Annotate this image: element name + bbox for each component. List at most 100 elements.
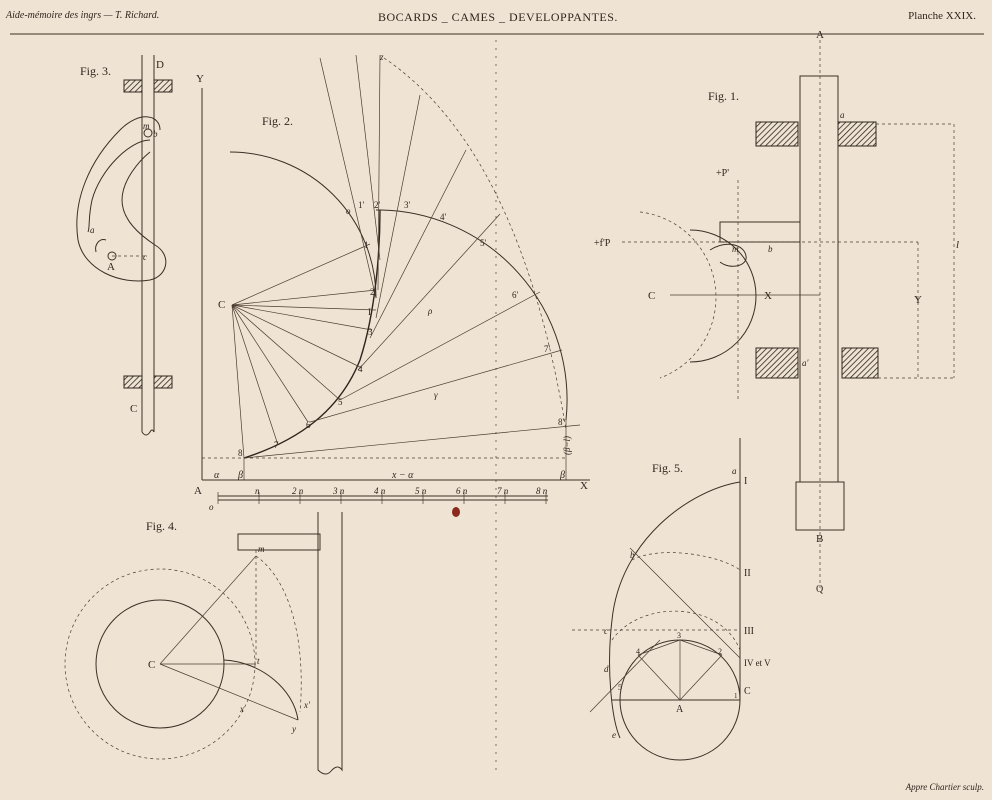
fig2-origin-label: A (194, 485, 202, 497)
fig2-base-circle-arc (229, 151, 377, 299)
fig1-guide-bottom-left (755, 347, 799, 379)
fig2-pt-4: 4 (358, 364, 363, 374)
fig2-pt-3: 3 (368, 327, 373, 337)
fig1-stamp-head (795, 481, 845, 531)
fig3-guide-top-left (123, 79, 143, 93)
fig2-label-o: o (346, 206, 351, 216)
fig2-rays (231, 243, 377, 459)
fig1-tappet (719, 221, 801, 243)
fig5-tangent (629, 547, 741, 659)
fig2-title: Fig. 2. (262, 114, 293, 128)
fig3-guide-bottom-left (123, 375, 143, 389)
fig1-label-B: B (816, 533, 823, 545)
fig1-label-C: C (648, 290, 655, 302)
fig4-label-x: x (239, 704, 244, 714)
fig2-pt-1: 1 (364, 240, 369, 250)
fig2-tangent (377, 54, 381, 291)
fig2-arc-1p: 1' (358, 200, 365, 210)
fig1-label-P-prime: +P' (716, 168, 729, 179)
fig4: Fig. 4. m C t x x' y (64, 512, 343, 775)
fig2-ray (231, 304, 341, 401)
fig2-tangent (243, 424, 581, 459)
fig3: Fig. 3. D m b a A c C (76, 55, 173, 436)
fig2-ray (231, 243, 371, 306)
fig3-label-D: D (156, 59, 164, 71)
fig2-tangent (357, 213, 501, 371)
fig3-label-c: c (143, 252, 147, 262)
fig3-cam-inner (87, 139, 151, 233)
fig2-pt-5: 5 (338, 397, 343, 407)
fig5-label-5: 5 (618, 683, 622, 692)
fig2-pitch-arc (375, 209, 568, 421)
fig4-label-m: m (258, 544, 265, 554)
fig1-label-Q: Q (816, 584, 824, 595)
fig5-label-4: 4 (636, 647, 640, 656)
fig5-tangent-d (589, 639, 661, 713)
fig5-label-3: 3 (677, 631, 681, 640)
fig1-label-Y: Y (914, 294, 922, 306)
fig5-label-d: d (604, 664, 609, 674)
fig2-label-rho: ρ (427, 306, 433, 316)
fig3-label-m: m (143, 121, 150, 131)
fig2-scale-tick-label: n (255, 486, 260, 496)
fig4-label-C: C (148, 659, 155, 671)
header-title: BOCARDS _ CAMES _ DEVELOPPANTES. (378, 10, 618, 24)
fig2-span-label: x − α (391, 470, 414, 481)
fig2: Fig. 2. (194, 52, 590, 517)
fig2-scale-tick-label: 2 n (292, 486, 304, 496)
fig2-label-I: I (368, 307, 371, 317)
fig5-label-A: A (676, 704, 684, 715)
fig5: Fig. 5. a I b II c III d IV et V e (572, 438, 771, 761)
fig2-ray (231, 304, 373, 331)
fig2-arc-4p: 4' (440, 212, 447, 222)
fig5-chord (679, 639, 723, 656)
fig3-axle (107, 251, 117, 261)
fig2-label-gamma: γ (434, 390, 438, 400)
fig2-pt-6: 6 (306, 420, 311, 430)
fig4-label-t: t (257, 656, 260, 666)
fig2-ray (231, 304, 363, 369)
fig5-dashed-arc-IV (611, 610, 741, 651)
fig3-guide-bottom-right (153, 375, 173, 389)
fig1-guide-top-right (837, 121, 877, 147)
fig4-title: Fig. 4. (146, 519, 177, 533)
fig2-bracket-label: (β−l) (562, 436, 572, 455)
ink-blot (452, 507, 460, 517)
fig4-label-x-prime: x' (303, 700, 311, 710)
fig2-tangent (375, 94, 421, 319)
fig2-beta-label-right: β (559, 470, 565, 481)
fig5-label-I: I (744, 476, 747, 487)
fig5-label-c: c (604, 626, 608, 636)
fig1-label-a-prime: a' (802, 358, 810, 368)
fig2-scale-tick-label: 8 n (536, 486, 548, 496)
fig2-ray (231, 304, 377, 311)
fig5-label-b: b (630, 550, 635, 560)
fig3-title: Fig. 3. (80, 64, 111, 78)
fig1-label-l: l (956, 239, 959, 251)
fig1-label-fP: +f'P (594, 238, 611, 249)
fig2-tangent (339, 291, 541, 401)
fig2-arc-6p: 6' (512, 290, 519, 300)
engraver-credit: Appre Chartier sculp. (905, 782, 984, 792)
fig2-alpha-label: α (214, 470, 220, 481)
fig2-tangent (369, 149, 467, 339)
fig1-label-A: A (816, 29, 824, 41)
fig2-outer-dashed-arc (383, 57, 567, 431)
fig2-axis-y-label: Y (196, 73, 204, 85)
fig1-stamp-rod (799, 75, 839, 483)
fig2-tangent (319, 57, 377, 299)
fig5-dashed-arc-II (631, 552, 741, 571)
fig2-pt-8: 8 (238, 448, 243, 458)
fig3-roller (143, 128, 153, 138)
fig1-guide-bottom-right (841, 347, 879, 379)
fig2-center-label: C (218, 299, 225, 311)
fig1-label-a: a (840, 110, 845, 120)
fig4-cam-curve (223, 659, 299, 721)
fig1-cam-dashed-arc (639, 211, 717, 379)
fig5-label-IVetV: IV et V (744, 658, 771, 668)
fig2-arc-8p: 8' (558, 417, 565, 427)
fig5-label-2: 2 (718, 647, 722, 656)
fig2-scale-tick-label: 7 n (497, 486, 509, 496)
